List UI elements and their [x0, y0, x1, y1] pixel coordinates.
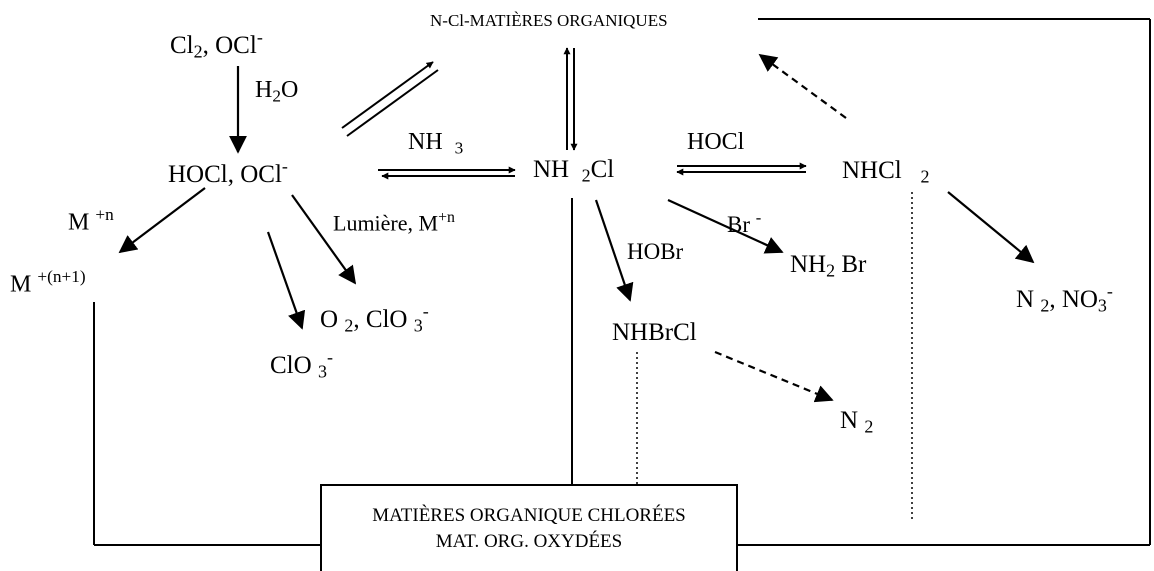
cl2-sub: 2	[193, 41, 203, 62]
lumiere-text: Lumière, M	[333, 210, 439, 236]
nhcl2-node: NHCl 2	[842, 158, 929, 186]
o2-clo3-node: O 2, ClO 3-	[320, 302, 429, 334]
lumiere-sup: +n	[438, 209, 455, 226]
n2-sub: 2	[864, 416, 874, 437]
clo3-charge: -	[422, 301, 429, 321]
n-cl-organiques-node: N-Cl-MATIÈRES ORGANIQUES	[430, 12, 668, 29]
m-n-label: M +n	[68, 206, 114, 235]
br-text: Br	[727, 212, 750, 238]
box-line-1: MATIÈRES ORGANIQUE CHLORÉES	[372, 505, 686, 526]
clo3-sub: 3	[413, 315, 423, 336]
nh2br-br: Br	[841, 251, 867, 278]
arrow-hocl-o2	[291, 194, 357, 285]
clo3-base-charge: -	[326, 347, 333, 367]
m-n1-sup: +(n+1)	[37, 267, 86, 286]
arrow-nh2cl-nh2br	[667, 198, 784, 254]
ocl-text: , OCl	[202, 31, 257, 59]
arrow-hocl-m	[118, 187, 206, 254]
clo3-text: , ClO	[353, 305, 408, 333]
hobr-label: HOBr	[627, 240, 683, 263]
arrow-hocl-clo3	[266, 231, 306, 330]
nhcl2-text: NHCl	[842, 157, 902, 184]
m-n-sup: +n	[95, 205, 114, 224]
br-label: Br -	[727, 208, 762, 238]
chlorinated-organics-box: MATIÈRES ORGANIQUE CHLORÉES MAT. ORG. OX…	[320, 484, 738, 571]
n2-no3-sub: 2	[1040, 295, 1050, 316]
nh2cl-nh: NH	[533, 156, 570, 183]
h2o-sub: 2	[272, 86, 281, 106]
cl2-ocl-node: Cl2, OCl-	[170, 28, 263, 60]
box-line-2: MAT. ORG. OXYDÉES	[435, 531, 623, 552]
n2-text: N	[840, 407, 859, 434]
nhcl2-sub: 2	[920, 166, 930, 187]
clo3-base: ClO	[270, 351, 312, 379]
h2o-h: H	[255, 77, 273, 103]
m-n1-node: M +(n+1)	[10, 268, 86, 297]
nh2br-node: NH2 Br	[790, 252, 866, 280]
hobr-text: HOBr	[627, 239, 684, 264]
arrow-nhcl2-norg	[758, 53, 847, 119]
clo3-node: ClO 3-	[270, 348, 333, 380]
arrow-nhbrcl-n2	[714, 350, 834, 403]
arrow-hocl-norg	[341, 61, 434, 129]
nh2br-sub: 2	[826, 260, 836, 281]
nh2cl-node: NH 2Cl	[533, 157, 614, 185]
nhbrcl-text: NHBrCl	[612, 319, 697, 346]
arrow-norg-hocl	[346, 69, 439, 137]
nhbrcl-node: NHBrCl	[612, 320, 697, 345]
nh2cl-sub: 2	[581, 165, 591, 186]
nh2cl-cl: Cl	[590, 156, 615, 183]
nh2br-nh: NH	[790, 251, 827, 278]
o2-text: O	[320, 305, 339, 333]
arrow-nh2cl-nhbrcl	[594, 199, 634, 302]
no3-sub: 3	[1097, 295, 1107, 316]
hocl-charge: -	[281, 156, 288, 176]
nh3-nh: NH	[408, 129, 443, 155]
no3-text: , NO	[1049, 285, 1098, 313]
lumiere-label: Lumière, M+n	[333, 210, 455, 235]
hocl-ocl-node: HOCl, OCl-	[168, 157, 288, 187]
no3-charge: -	[1106, 281, 1113, 301]
n-cl-organiques-label: N-Cl-MATIÈRES ORGANIQUES	[430, 11, 668, 30]
h2o-label: H2O	[255, 78, 298, 105]
arrow-nhcl2-n2no3	[947, 191, 1035, 264]
m-n1-text: M	[10, 271, 32, 298]
cl2-text: Cl	[170, 31, 194, 59]
clo3-base-sub: 3	[317, 361, 327, 382]
h2o-o: O	[280, 77, 299, 103]
ocl-charge: -	[256, 27, 263, 47]
hocl-text: HOCl, OCl	[168, 160, 282, 188]
o2-sub: 2	[344, 315, 354, 336]
m-n-text: M	[68, 209, 90, 236]
n2-no3-n: N	[1016, 285, 1035, 313]
n2-node: N 2	[840, 408, 873, 436]
nh3-label: NH 3	[408, 130, 463, 157]
n2-no3-node: N 2, NO3-	[1016, 282, 1113, 314]
br-charge: -	[755, 208, 762, 227]
hocl-reagent-label: HOCl	[687, 130, 744, 154]
hocl-reagent-text: HOCl	[687, 129, 745, 155]
nh3-sub: 3	[454, 138, 464, 158]
